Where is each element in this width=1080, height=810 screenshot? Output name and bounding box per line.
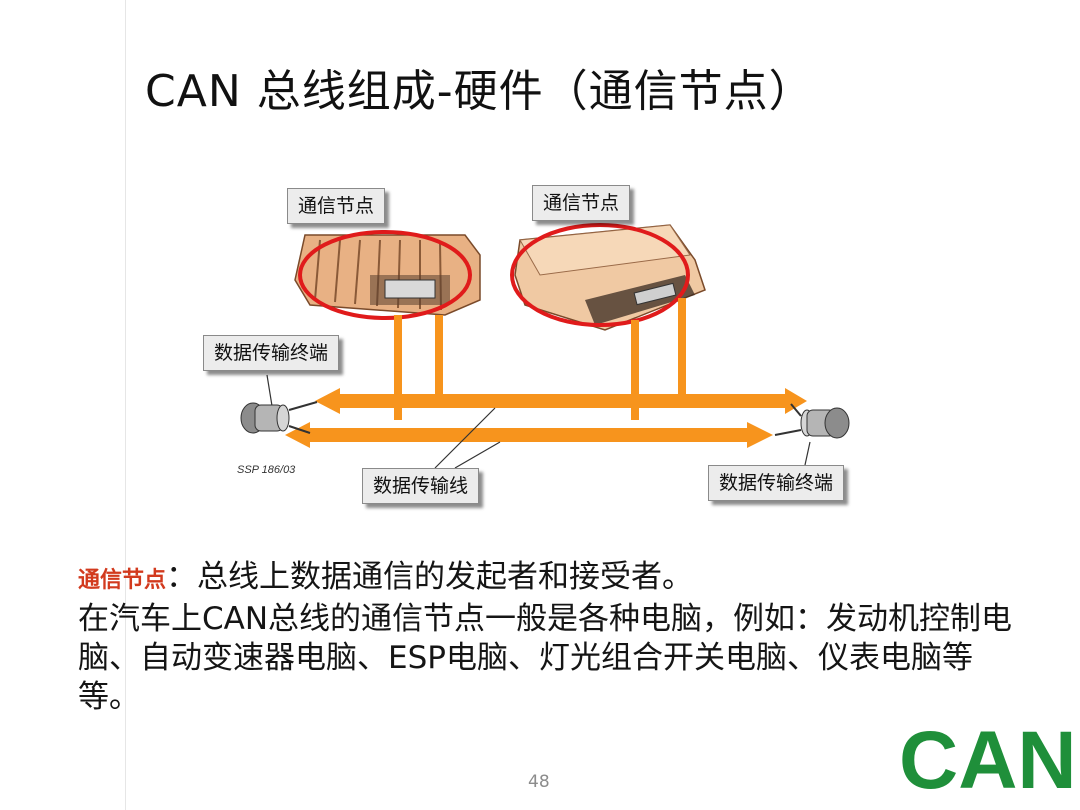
can-logo: CAN — [899, 718, 1075, 798]
body-text: 通信节点：总线上数据通信的发起者和接受者。 在汽车上CAN总线的通信节点一般是各… — [78, 558, 1018, 717]
terminal-right-image — [774, 403, 850, 439]
callout-node-left: 通信节点 — [287, 188, 386, 224]
ecu-left-image — [294, 234, 481, 316]
callout-terminal-left: 数据传输终端 — [203, 335, 340, 371]
can-logo-text: CAN — [899, 718, 1075, 798]
bus-lines — [285, 388, 807, 448]
definition-text: 总线上数据通信的发起者和接受者。 — [197, 559, 694, 595]
term-communication-node: 通信节点 — [78, 567, 167, 593]
terminal-left-image — [240, 401, 318, 434]
bus-line-high — [315, 388, 807, 414]
term-colon: ： — [166, 559, 198, 595]
page-number: 48 — [528, 772, 550, 792]
ssp-image-label: SSP 186/03 — [237, 464, 296, 476]
detail-text: 在汽车上CAN总线的通信节点一般是各种电脑，例如：发动机控制电脑、自动变速器电脑… — [78, 601, 1013, 715]
callout-node-right: 通信节点 — [532, 185, 631, 221]
slide-left-rule — [125, 0, 126, 810]
ecu-right-image — [514, 224, 706, 331]
highlight-circle-left — [298, 230, 472, 320]
can-hardware-diagram: SSP 186/03 通信节点 通信节点 数据传输终端 数据传输线 数据传输终端 — [195, 180, 895, 514]
callout-terminal-right: 数据传输终端 — [708, 465, 845, 501]
highlight-circle-right — [510, 223, 690, 327]
definition-line: 通信节点：总线上数据通信的发起者和接受者。 — [78, 558, 1018, 600]
slide-title: CAN 总线组成-硬件（通信节点） — [145, 66, 814, 117]
callout-bus-line: 数据传输线 — [362, 468, 480, 504]
node-connectors — [394, 298, 686, 420]
can-bus-illustration: SSP 186/03 — [237, 223, 850, 476]
bus-line-low — [285, 422, 773, 448]
